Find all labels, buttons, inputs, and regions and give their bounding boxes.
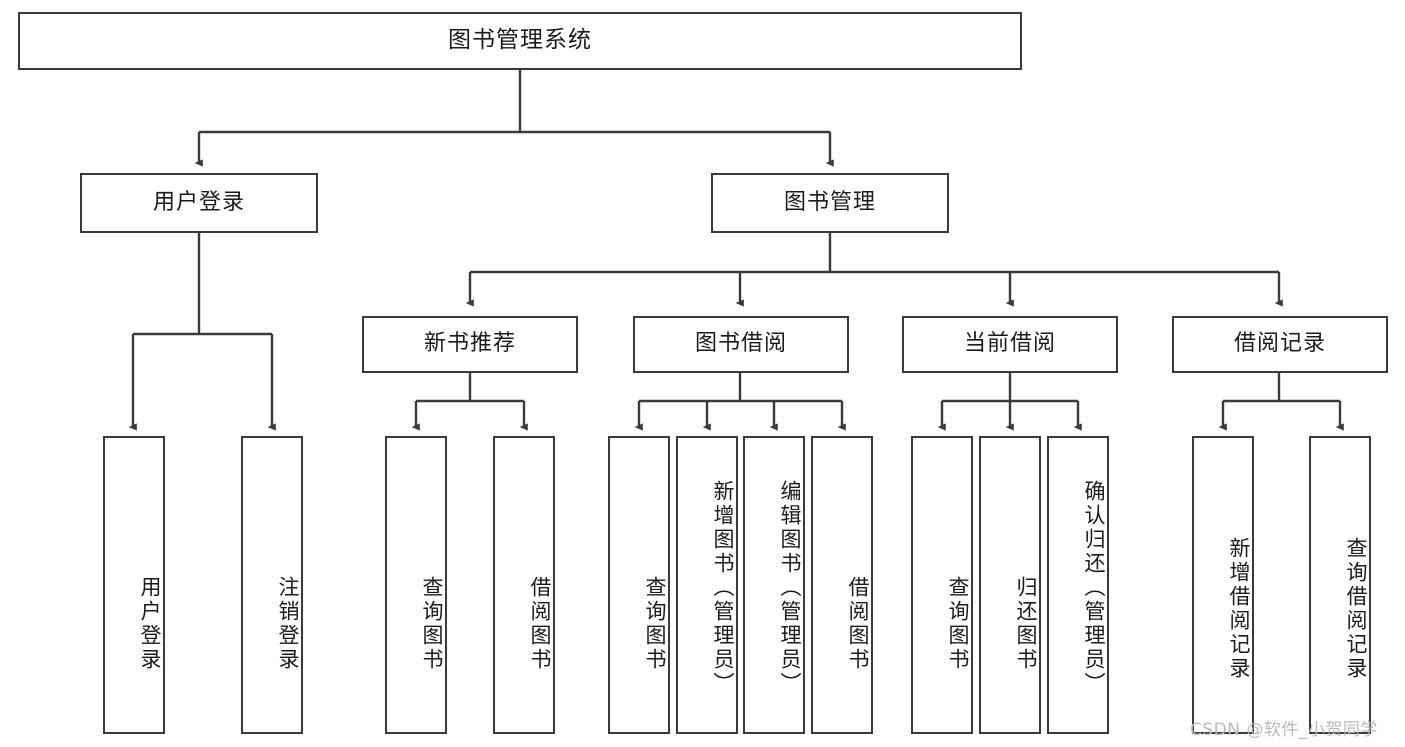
leaf-label: 查询图书 — [643, 576, 667, 672]
leaf-label: 新增图书（管理员） — [711, 480, 735, 696]
leaf-label: 确认归还（管理员） — [1082, 480, 1106, 696]
node-book-borrow-label: 图书借阅 — [694, 331, 787, 357]
node-user-login[interactable]: 用户登录 — [80, 173, 318, 233]
node-root-label: 图书管理系统 — [448, 27, 592, 54]
leaf-current-return-book[interactable]: 归还图书 — [979, 436, 1041, 734]
node-user-login-label: 用户登录 — [152, 189, 245, 215]
node-current-borrow-label: 当前借阅 — [963, 331, 1056, 357]
leaf-record-add-record[interactable]: 新增借阅记录 — [1192, 436, 1254, 734]
leaf-label: 借阅图书 — [528, 576, 552, 672]
leaf-label: 新增借阅记录 — [1227, 537, 1251, 681]
leaf-label: 查询图书 — [420, 576, 444, 672]
leaf-label: 注销登录 — [276, 576, 300, 672]
node-book-management[interactable]: 图书管理 — [711, 173, 949, 233]
leaf-label: 归还图书 — [1014, 576, 1038, 672]
leaf-current-confirm-return-admin[interactable]: 确认归还（管理员） — [1047, 436, 1109, 734]
leaf-label: 借阅图书 — [846, 576, 870, 672]
leaf-record-query-record[interactable]: 查询借阅记录 — [1309, 436, 1371, 734]
leaf-new-book-borrow[interactable]: 借阅图书 — [493, 436, 555, 734]
node-book-borrow[interactable]: 图书借阅 — [633, 316, 849, 373]
node-new-book-recommend[interactable]: 新书推荐 — [362, 316, 578, 373]
node-current-borrow[interactable]: 当前借阅 — [902, 316, 1118, 373]
leaf-borrow-borrow-book[interactable]: 借阅图书 — [811, 436, 873, 734]
node-root[interactable]: 图书管理系统 — [18, 12, 1022, 70]
node-book-management-label: 图书管理 — [783, 189, 876, 215]
leaf-new-book-query[interactable]: 查询图书 — [385, 436, 447, 734]
leaf-label: 查询图书 — [946, 576, 970, 672]
node-new-book-recommend-label: 新书推荐 — [423, 331, 516, 357]
leaf-user-login-signin[interactable]: 用户登录 — [103, 436, 165, 734]
leaf-borrow-add-book-admin[interactable]: 新增图书（管理员） — [676, 436, 738, 734]
leaf-current-query-book[interactable]: 查询图书 — [911, 436, 973, 734]
leaf-label: 编辑图书（管理员） — [778, 480, 802, 696]
node-borrow-record[interactable]: 借阅记录 — [1172, 316, 1388, 373]
leaf-borrow-edit-book-admin[interactable]: 编辑图书（管理员） — [743, 436, 805, 734]
leaf-label: 用户登录 — [138, 576, 162, 672]
leaf-user-login-signout[interactable]: 注销登录 — [241, 436, 303, 734]
leaf-label: 查询借阅记录 — [1344, 537, 1368, 681]
node-borrow-record-label: 借阅记录 — [1233, 331, 1326, 357]
leaf-borrow-query-book[interactable]: 查询图书 — [608, 436, 670, 734]
watermark: CSDN @软件_小贺同学 — [1190, 720, 1378, 740]
